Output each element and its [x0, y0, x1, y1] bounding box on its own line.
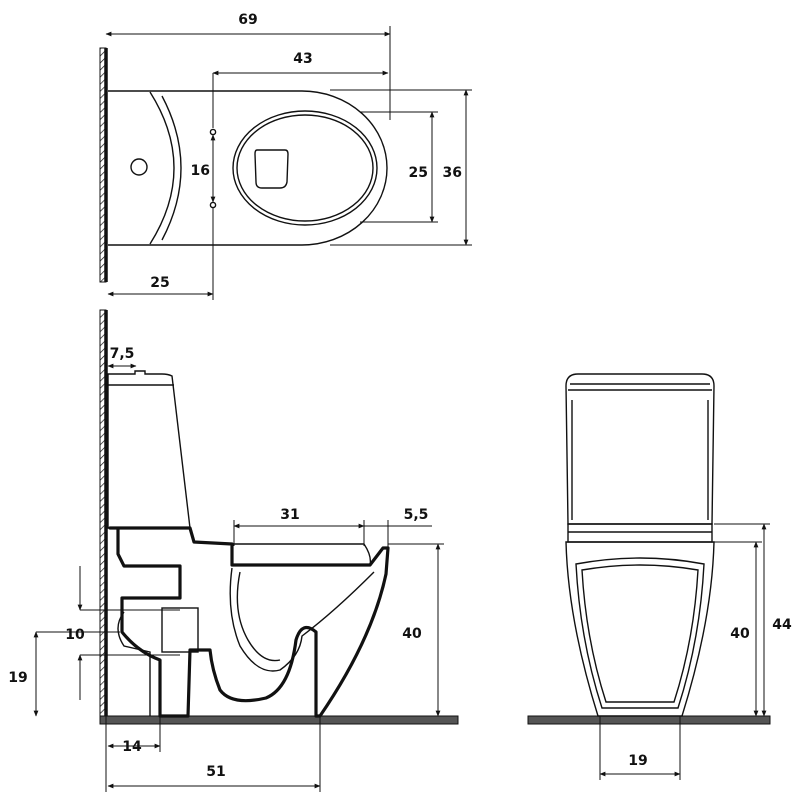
dimension-label-fixing-spacing: 16 — [191, 163, 210, 179]
dimension-label-wall-to-fixing: 25 — [150, 275, 169, 291]
dimension-label-outlet-offset: 10 — [65, 627, 85, 643]
top-view-tank-outline — [149, 91, 175, 245]
top-view-seat-inner — [236, 114, 374, 222]
dimension-label-total-width: 36 — [443, 165, 462, 181]
dimension-label-tank-offset: 7,5 — [110, 346, 135, 362]
front-view-tank — [565, 373, 715, 525]
dimension-label-rim-height: 44 — [772, 617, 792, 633]
dimension-label-front-seat-height: 40 — [730, 626, 750, 642]
dimension-label-axis-to-front: 43 — [293, 51, 312, 67]
front-view-bowl — [565, 541, 715, 717]
top-view-drain — [254, 149, 289, 189]
side-view-tank — [107, 370, 191, 529]
side-view: 7,5 31 5,5 40 10 19 14 51 — [8, 309, 459, 792]
top-view-seat-outer — [232, 110, 378, 226]
dimension-label-bowl-width: 25 — [409, 165, 428, 181]
side-view-body — [108, 526, 390, 718]
top-view-tank-inner — [161, 95, 182, 241]
dimension-label-seat-height: 40 — [402, 626, 422, 642]
dimension-label-base-depth: 51 — [206, 764, 225, 780]
top-view-toilet-outline — [108, 90, 388, 246]
side-view-floor — [99, 715, 459, 725]
fixing-hole-icon — [209, 201, 217, 209]
side-view-outlet-pipe — [117, 611, 151, 716]
side-view-outlet — [161, 607, 199, 653]
fixing-hole-icon — [209, 128, 217, 136]
side-view-bowl — [229, 567, 375, 672]
dimension-label-total-length: 69 — [238, 12, 257, 28]
top-view: 69 43 16 25 25 36 — [99, 12, 472, 300]
front-view-bowl-front — [575, 557, 705, 709]
side-view-bowl-inner — [236, 571, 281, 662]
front-view-floor — [527, 715, 771, 725]
dimension-label-seat-overhang: 5,5 — [404, 507, 429, 523]
front-view-bowl-front-inner — [581, 564, 699, 703]
front-view: 40 44 19 — [527, 373, 792, 780]
dimension-label-foot-width: 19 — [628, 753, 647, 769]
side-view-seat — [234, 543, 372, 566]
dimension-label-seat-length: 31 — [280, 507, 299, 523]
dimension-label-base-width: 14 — [122, 739, 142, 755]
front-view-seat-band — [567, 523, 713, 543]
dimension-label-outlet-height: 19 — [8, 670, 27, 686]
flush-button-icon — [130, 158, 148, 176]
